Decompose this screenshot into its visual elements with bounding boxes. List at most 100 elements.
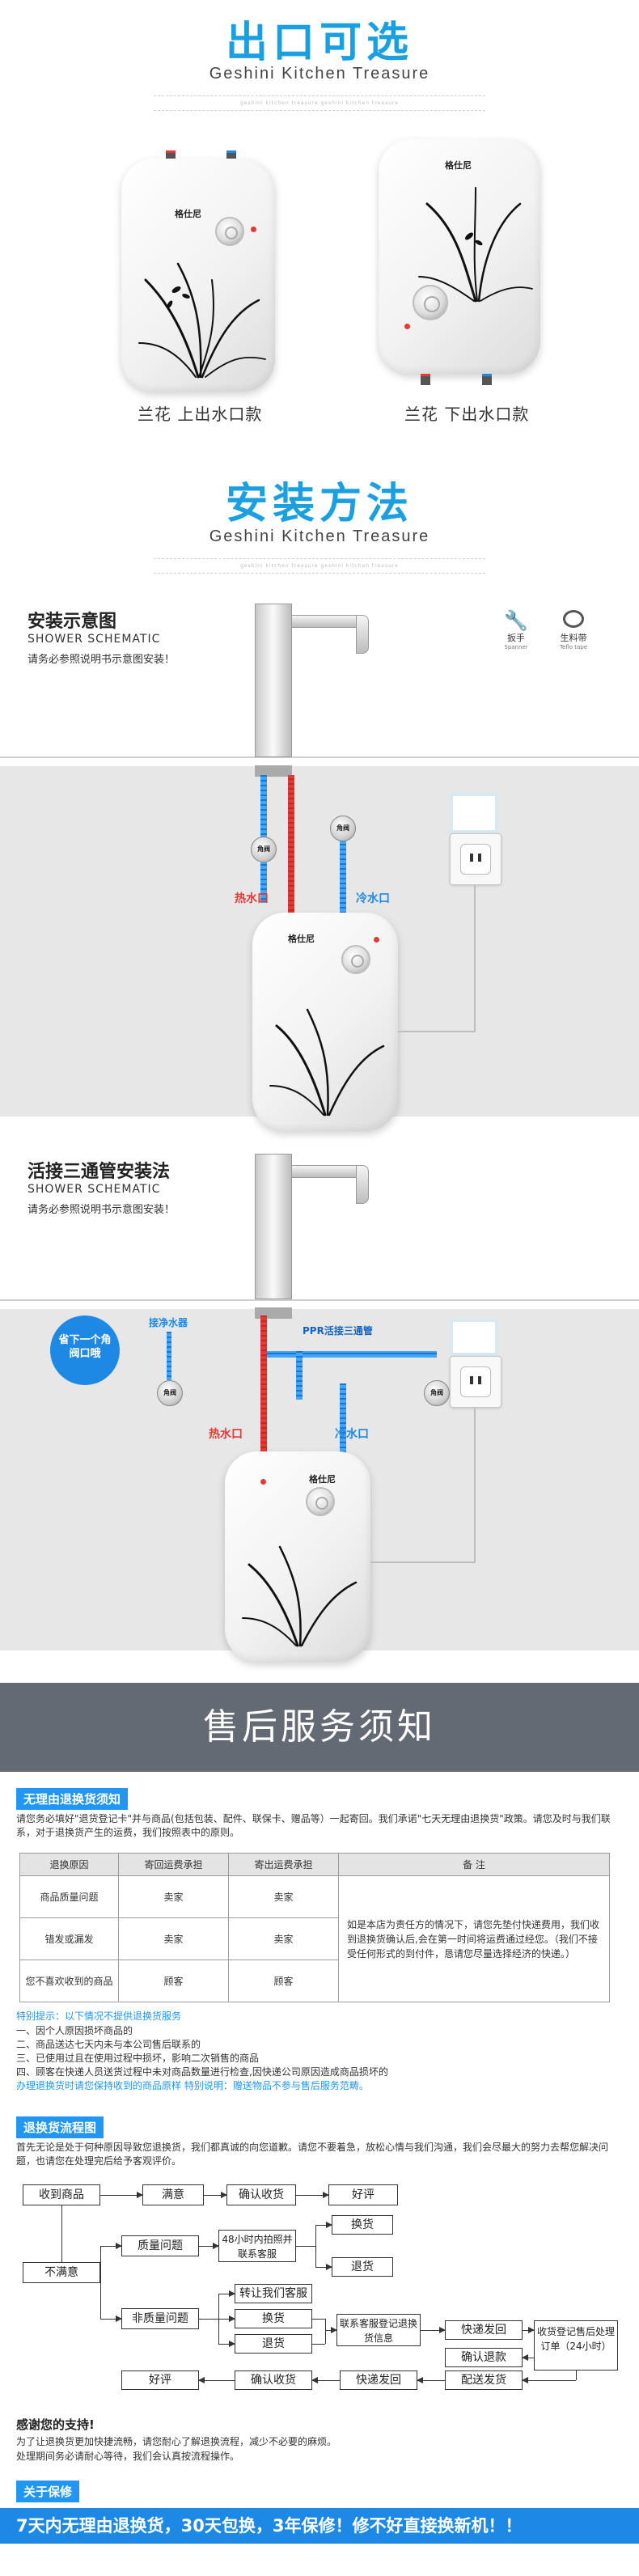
- faucet: [255, 604, 292, 757]
- cold-port: [482, 374, 492, 385]
- angle-valve: 角阀: [157, 1380, 183, 1406]
- install-section-tiny: geshini kitchen treasure geshini kitchen…: [240, 563, 399, 569]
- indicator-light: [374, 937, 379, 943]
- return-policy-table: 退换原因 寄回运费承担 寄出运费承担 备 注 商品质量问题 卖家 卖家 如是本店…: [19, 1853, 610, 2002]
- table-row: 错发或漏发 卖家 卖家: [19, 1917, 610, 1960]
- flow-line: [312, 2344, 325, 2345]
- hot-hose: [288, 775, 294, 953]
- divider: [154, 95, 485, 96]
- orchid-pattern: [242, 1545, 358, 1647]
- purifier-hose: [167, 1332, 171, 1380]
- service-banner: 售后服务须知: [0, 1683, 639, 1772]
- power-cable: [474, 885, 476, 1031]
- warranty-tag: 关于保修: [16, 2481, 80, 2502]
- flow-box: 质量问题: [121, 2235, 199, 2256]
- install-section-subtitle: Geshini Kitchen Treasure: [209, 527, 430, 545]
- flow-arrow: [315, 2222, 332, 2228]
- brand-logo: 格仕尼: [445, 160, 472, 171]
- divider: [154, 573, 485, 574]
- wall-socket: [450, 833, 501, 885]
- flow-line: [315, 2225, 316, 2267]
- temperature-knob: [306, 1487, 335, 1516]
- heater-body: 格仕尼: [252, 913, 398, 1131]
- scene-subtitle: SHOWER SCHEMATIC: [28, 633, 161, 646]
- table-row: 您不喜欢收到的商品 顾客 顾客: [19, 1960, 610, 2002]
- heater-body: 格仕尼: [379, 139, 540, 374]
- hot-port: [421, 374, 430, 385]
- scene-subtitle: SHOWER SCHEMATIC: [28, 1183, 161, 1196]
- socket-face: [460, 844, 491, 875]
- flow-line: [325, 2319, 326, 2344]
- flow-arrow: [100, 2315, 122, 2322]
- cold-hose: [260, 775, 267, 848]
- flow-box: 好评: [121, 2371, 199, 2390]
- table-note: 如是本店为责任方的情况下，请您先垫付快递费用，我们收到退换货确认后,会在第一时间…: [338, 1875, 610, 2002]
- faucet-spout: [291, 1165, 364, 1178]
- warranty-banner: 7天内无理由退换货，30天包换，3年保修！修不好直接换新机！！: [0, 2508, 639, 2544]
- thanks-text: 为了让退换货更加快捷流畅，请您耐心了解退换流程，减少不必要的麻烦。: [16, 2436, 337, 2447]
- flow-line: [312, 2319, 325, 2320]
- cold-supply: [260, 862, 267, 903]
- indicator-light: [251, 227, 256, 232]
- flow-box: 确认收货: [226, 2184, 296, 2205]
- countertop: [0, 1299, 639, 1309]
- flow-box: 换货: [332, 2215, 393, 2235]
- divider: [154, 110, 485, 111]
- table-header: 寄回运费承担: [118, 1853, 229, 1876]
- flow-tag: 退换货流程图: [16, 2116, 104, 2138]
- table-header: 寄出运费承担: [228, 1853, 339, 1876]
- flow-arrow: [421, 2327, 446, 2333]
- flow-box: 满意: [142, 2184, 204, 2205]
- plug-graphic: [450, 1319, 498, 1356]
- angle-valve: 角阀: [251, 837, 277, 862]
- flow-arrow: [100, 2243, 122, 2249]
- table-row: 商品质量问题 卖家 卖家 如是本店为责任方的情况下，请您先垫付快递费用，我们收到…: [19, 1875, 610, 2002]
- flow-intro: 首先无论是处于何种原因导致您退换货，我们都真诚的向您道歉。请您不要着急，放松心情…: [16, 2142, 609, 2167]
- scene-title: 安装示意图: [28, 612, 117, 632]
- wall-socket: [450, 1356, 501, 1408]
- flow-box: 非质量问题: [121, 2308, 199, 2329]
- tee-label: PPR活接三通管: [303, 1325, 373, 1337]
- angle-valve: 角阀: [330, 816, 356, 841]
- faucet-base: [255, 765, 292, 777]
- table-header: 退换原因: [19, 1853, 119, 1876]
- power-cable: [370, 1561, 476, 1563]
- cold-hose: [340, 1383, 346, 1461]
- flow-arrow: [199, 2243, 219, 2249]
- cold-label: 冷水口: [335, 1428, 369, 1441]
- no-reason-tag: 无理由退换货须知: [16, 1788, 129, 1810]
- socket-face: [460, 1366, 491, 1397]
- special-footer: 办理退换货时请您保持收到的商品原样 特别说明：赠送物品不参与售后服务范畴。: [16, 2080, 369, 2091]
- wrench-icon: 🔧: [504, 609, 528, 632]
- tee-pipe: [267, 1351, 437, 1358]
- flow-box: 转让我们客服: [235, 2284, 312, 2303]
- brand-logo: 格仕尼: [288, 934, 315, 944]
- flow-arrow: [296, 2192, 329, 2198]
- flow-arrow: [218, 2341, 235, 2347]
- install-scene-1: 安装示意图 SHOWER SCHEMATIC 请务必参照说明书示意图安装！ 🔧 …: [0, 591, 639, 1141]
- flow-box: 快递发回: [445, 2320, 523, 2340]
- tee-pipe-branch: [296, 1351, 303, 1400]
- flow-line: [199, 2319, 218, 2320]
- flow-box: 快递发回: [340, 2371, 417, 2390]
- scene-title: 活接三通管安装法: [28, 1162, 171, 1182]
- install-section-title: 安装方法: [225, 479, 413, 528]
- flow-box: 收货登记售后处理订单（24小时）: [534, 2320, 618, 2371]
- flow-arrow: [100, 2192, 143, 2198]
- brand-logo: 格仕尼: [175, 209, 201, 219]
- flow-line: [296, 2246, 315, 2247]
- flow-box: 确认退款: [445, 2348, 523, 2367]
- special-title: 特别提示：以下情况不提供退换货服务: [16, 2010, 182, 2022]
- flow-box: 退货: [332, 2257, 393, 2277]
- countertop: [0, 756, 639, 766]
- tape-icon: [563, 610, 584, 628]
- faucet-spout-tip: [356, 615, 369, 654]
- orchid-pattern: [269, 1008, 385, 1116]
- flow-arrow: [315, 2264, 332, 2270]
- flow-arrow: [325, 2327, 337, 2333]
- orchid-pattern: [418, 187, 533, 303]
- special-item: 一、因个人原因损坏商品的: [16, 2025, 133, 2036]
